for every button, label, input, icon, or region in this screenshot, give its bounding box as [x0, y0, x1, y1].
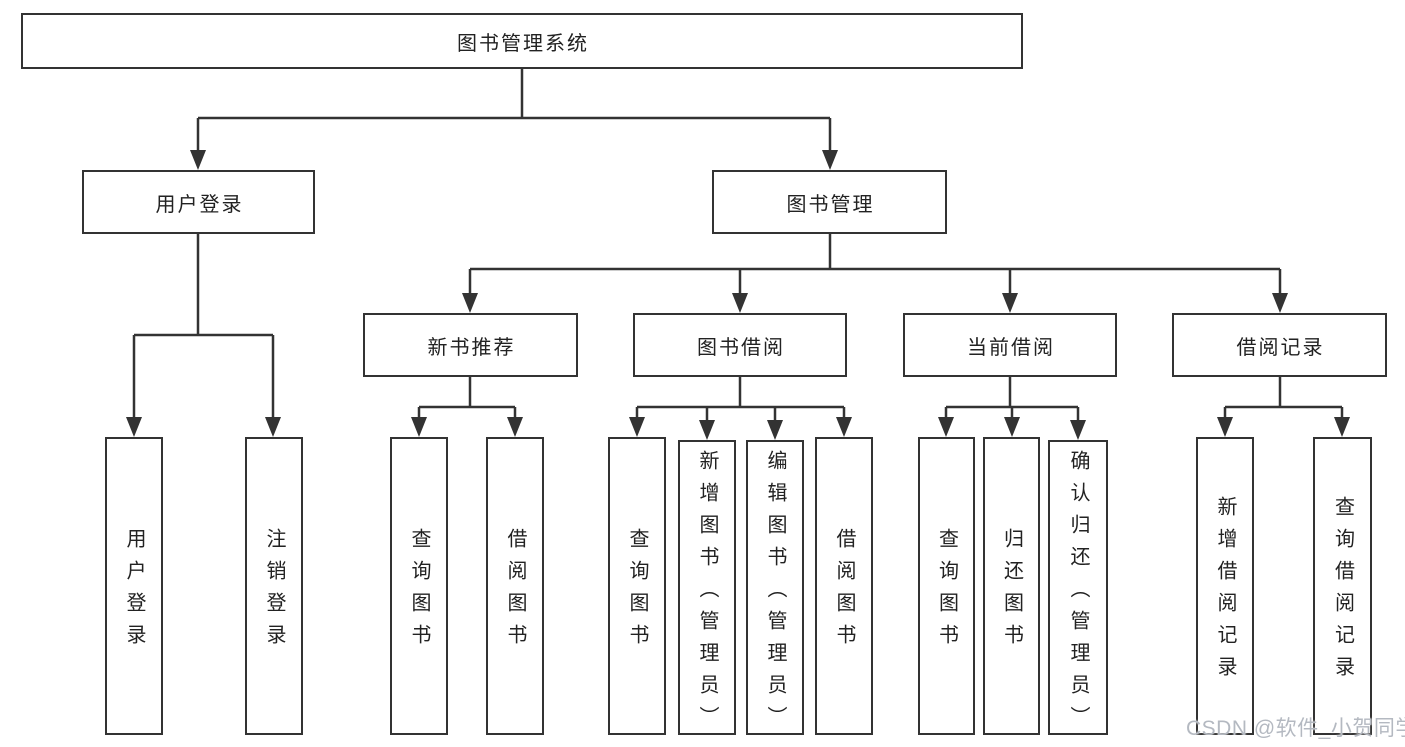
arrowhead-icon: [767, 420, 783, 440]
node-book-borrow-label: 图书借阅: [697, 336, 785, 359]
leaf-user-login-label: 用户登录: [123, 528, 145, 656]
arrowhead-icon: [1070, 420, 1086, 440]
arrowhead-icon: [822, 150, 838, 170]
arrowhead-icon: [1272, 293, 1288, 313]
leaf-current-confirm-return-admin: 确认归还（管理员）: [1048, 440, 1108, 738]
leaf-borrow-borrow-book-label: 借阅图书: [833, 528, 855, 656]
leaf-borrow-add-book-admin-label: 新增图书（管理员）: [696, 449, 718, 738]
watermark: CSDN @软件_小贺同学: [1186, 717, 1405, 740]
arrowhead-icon: [190, 150, 206, 170]
arrowhead-icon: [126, 417, 142, 437]
arrowhead-icon: [1002, 293, 1018, 313]
arrowhead-icon: [1004, 417, 1020, 437]
leaf-record-add-borrow-record: 新增借阅记录: [1196, 437, 1254, 735]
node-book-borrow: 图书借阅: [633, 313, 847, 377]
arrowhead-icon: [1217, 417, 1233, 437]
arrowhead-icon: [1334, 417, 1350, 437]
leaf-recommend-borrow-book-label: 借阅图书: [504, 528, 526, 656]
node-root-label: 图书管理系统: [457, 32, 589, 55]
leaf-borrow-edit-book-admin-label: 编辑图书（管理员）: [764, 449, 786, 738]
leaf-borrow-query-book: 查询图书: [608, 437, 666, 735]
arrowhead-icon: [629, 417, 645, 437]
node-borrow-records-label: 借阅记录: [1236, 336, 1325, 359]
arrowhead-icon: [507, 417, 523, 437]
arrowhead-icon: [836, 417, 852, 437]
leaf-record-query-borrow-record: 查询借阅记录: [1313, 437, 1372, 735]
leaf-user-login: 用户登录: [105, 437, 163, 735]
leaf-borrow-query-book-label: 查询图书: [626, 528, 648, 656]
leaf-recommend-query-book-label: 查询图书: [408, 528, 430, 656]
leaf-current-return-book: 归还图书: [983, 437, 1040, 735]
leaf-logout-label: 注销登录: [263, 528, 285, 656]
node-current-borrow: 当前借阅: [903, 313, 1117, 377]
arrowhead-icon: [699, 420, 715, 440]
arrowheads: [126, 150, 1350, 440]
node-new-book-recommend-label: 新书推荐: [427, 336, 516, 359]
leaf-current-query-book-label: 查询图书: [935, 528, 958, 656]
leaf-current-query-book: 查询图书: [918, 437, 975, 735]
node-user-login: 用户登录: [82, 170, 315, 234]
node-new-book-recommend: 新书推荐: [363, 313, 578, 377]
node-book-management-label: 图书管理: [786, 193, 875, 216]
leaf-borrow-add-book-admin: 新增图书（管理员）: [678, 440, 736, 738]
node-user-login-label: 用户登录: [155, 193, 244, 216]
leaf-current-confirm-return-admin-label: 确认归还（管理员）: [1067, 449, 1089, 738]
leaf-recommend-borrow-book: 借阅图书: [486, 437, 544, 735]
arrowhead-icon: [411, 417, 427, 437]
leaf-borrow-edit-book-admin: 编辑图书（管理员）: [746, 440, 804, 738]
node-root: 图书管理系统: [21, 13, 1023, 69]
arrowhead-icon: [265, 417, 281, 437]
leaf-record-query-borrow-record-label: 查询借阅记录: [1331, 496, 1354, 688]
arrowhead-icon: [938, 417, 954, 437]
node-borrow-records: 借阅记录: [1172, 313, 1387, 377]
leaf-recommend-query-book: 查询图书: [390, 437, 448, 735]
connector-paths: [132, 69, 1344, 425]
leaf-current-return-book-label: 归还图书: [1000, 528, 1023, 656]
node-book-management: 图书管理: [712, 170, 947, 234]
leaf-logout: 注销登录: [245, 437, 303, 735]
leaf-borrow-borrow-book: 借阅图书: [815, 437, 873, 735]
leaf-record-add-borrow-record-label: 新增借阅记录: [1214, 496, 1236, 688]
arrowhead-icon: [462, 293, 478, 313]
node-current-borrow-label: 当前借阅: [967, 336, 1055, 359]
arrowhead-icon: [732, 293, 748, 313]
